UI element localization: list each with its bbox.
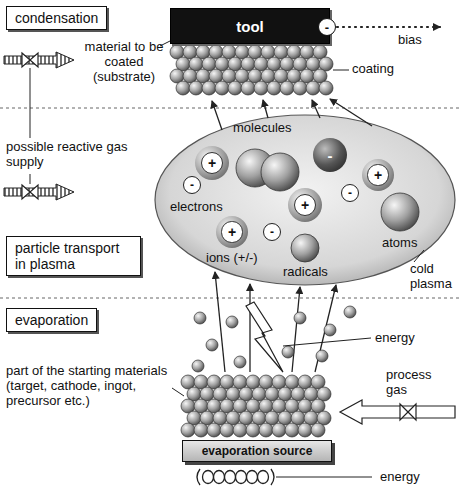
node-text: - <box>190 179 194 191</box>
bias-wire <box>337 26 440 28</box>
bias-label: bias <box>398 33 422 48</box>
section-divider <box>0 108 460 109</box>
node-text: evaporation <box>15 312 88 328</box>
node-text: - <box>328 148 333 163</box>
species-label: electrons <box>170 200 223 215</box>
node-text: - <box>325 21 329 34</box>
electron: - <box>183 176 201 194</box>
heater-coil <box>197 469 274 485</box>
leader-line <box>283 338 371 346</box>
node-text: - <box>348 187 352 199</box>
tool-substrate: tool <box>170 8 330 44</box>
leader-line <box>414 250 424 262</box>
species-label: atoms <box>382 236 417 251</box>
node-text: + <box>367 164 388 185</box>
part-label: coating <box>352 62 394 77</box>
evaporation-source: evaporation source <box>182 440 332 462</box>
gas-arrow <box>4 184 74 200</box>
section-header: condensation <box>6 6 107 30</box>
part-label: process gas <box>386 368 452 398</box>
leader-line <box>333 70 349 71</box>
electron: - <box>263 223 281 241</box>
electron: - <box>341 184 359 202</box>
node-text: + <box>294 194 316 216</box>
leader-line <box>30 68 31 138</box>
node-text: - <box>270 226 274 238</box>
energy-label: energy <box>380 470 420 485</box>
leader-line <box>276 477 372 478</box>
radical-sphere <box>291 234 319 262</box>
bias-terminal: - <box>318 18 336 36</box>
energy-label: energy <box>375 331 415 346</box>
node-text: + <box>221 221 242 242</box>
molecule-sphere <box>261 153 299 191</box>
part-label: part of the starting materials (target, … <box>6 364 170 409</box>
leader-line <box>30 174 31 184</box>
energy-bolt <box>246 302 283 372</box>
positive-ion: + <box>362 159 394 191</box>
node-text: tool <box>236 18 264 35</box>
atom-sphere <box>381 193 419 231</box>
node-text: + <box>201 152 223 174</box>
section-header: evaporation <box>6 308 97 332</box>
positive-ion: + <box>216 216 248 248</box>
region-label: cold plasma <box>410 262 456 292</box>
negative-ion: - <box>313 138 347 172</box>
gas-arrow <box>4 52 74 68</box>
plasma-cloud <box>155 115 455 285</box>
section-divider <box>0 298 460 299</box>
node-text: evaporation source <box>202 444 313 458</box>
process-gas-arrow <box>340 400 455 424</box>
coating-layer <box>170 45 333 95</box>
positive-ion: + <box>195 146 229 180</box>
species-label: radicals <box>283 265 328 280</box>
part-label: material to be coated (substrate) <box>78 40 170 85</box>
node-text: particle transport in plasma <box>15 240 132 272</box>
note-label: possible reactive gas supply <box>6 140 128 170</box>
node-text: condensation <box>15 10 98 26</box>
target-material <box>181 375 331 437</box>
species-label: ions (+/-) <box>206 251 258 266</box>
positive-ion: + <box>288 188 322 222</box>
evaporation-arrows <box>215 272 336 372</box>
species-label: molecules <box>233 121 292 136</box>
section-header: particle transport in plasma <box>6 236 141 276</box>
leader-line <box>172 388 184 396</box>
